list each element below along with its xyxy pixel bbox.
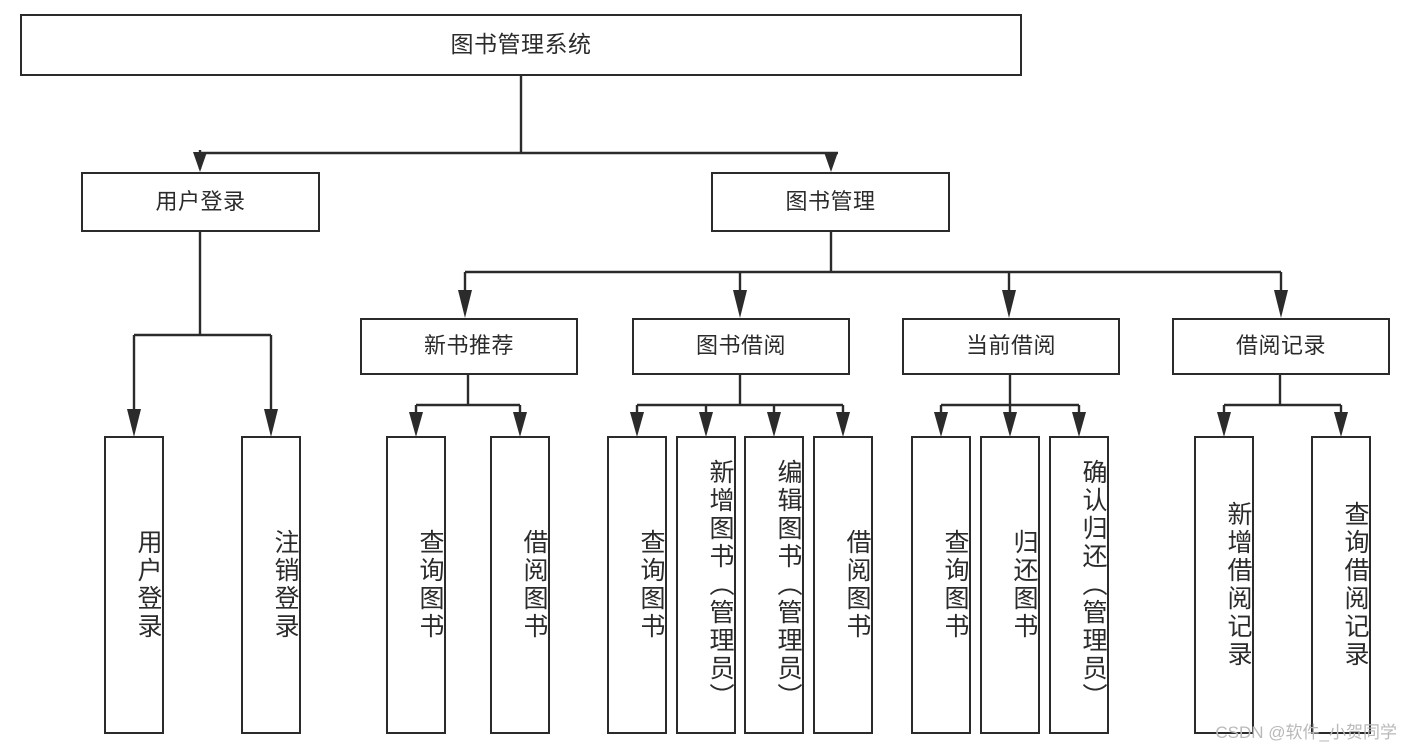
leaf-label: 借阅图书: [520, 529, 548, 641]
node-new-book-recommend-label: 新书推荐: [423, 333, 514, 359]
node-new-book-recommend[interactable]: 新书推荐: [360, 318, 578, 375]
leaf-book-borrow-add-book-admin[interactable]: 新增图书（管理员）: [676, 436, 736, 734]
leaf-current-borrow-query-book[interactable]: 查询图书: [911, 436, 971, 734]
root-node-library-management-system[interactable]: 图书管理系统: [20, 14, 1022, 76]
node-book-management[interactable]: 图书管理: [711, 172, 950, 232]
leaf-borrow-record-add-record[interactable]: 新增借阅记录: [1194, 436, 1254, 734]
leaf-label: 编辑图书（管理员）: [774, 459, 802, 711]
leaf-label: 查询图书: [416, 529, 444, 641]
leaf-book-borrow-borrow-book[interactable]: 借阅图书: [813, 436, 873, 734]
root-node-label: 图书管理系统: [450, 31, 592, 58]
leaf-label: 归还图书: [1010, 529, 1038, 641]
leaf-user-login-login[interactable]: 用户登录: [104, 436, 164, 734]
node-book-borrow[interactable]: 图书借阅: [632, 318, 850, 375]
node-book-management-label: 图书管理: [785, 188, 876, 214]
leaf-new-book-borrow-book[interactable]: 借阅图书: [490, 436, 550, 734]
leaf-book-borrow-query-book[interactable]: 查询图书: [607, 436, 667, 734]
leaf-label: 新增借阅记录: [1224, 501, 1252, 669]
leaf-label: 查询图书: [637, 529, 665, 641]
leaf-new-book-query-book[interactable]: 查询图书: [386, 436, 446, 734]
node-user-login[interactable]: 用户登录: [81, 172, 320, 232]
leaf-current-borrow-confirm-return-admin[interactable]: 确认归还（管理员）: [1049, 436, 1109, 734]
leaf-label: 新增图书（管理员）: [706, 459, 734, 711]
node-current-borrow-label: 当前借阅: [965, 333, 1056, 359]
node-current-borrow[interactable]: 当前借阅: [902, 318, 1120, 375]
leaf-label: 借阅图书: [843, 529, 871, 641]
node-borrow-record[interactable]: 借阅记录: [1172, 318, 1390, 375]
leaf-label: 查询图书: [941, 529, 969, 641]
leaf-borrow-record-query-record[interactable]: 查询借阅记录: [1311, 436, 1371, 734]
node-book-borrow-label: 图书借阅: [695, 333, 786, 359]
leaf-label: 确认归还（管理员）: [1079, 459, 1107, 711]
leaf-label: 用户登录: [134, 529, 162, 641]
leaf-current-borrow-return-book[interactable]: 归还图书: [980, 436, 1040, 734]
leaf-label: 查询借阅记录: [1341, 501, 1369, 669]
csdn-watermark: CSDN @软件_小贺同学: [1215, 723, 1397, 742]
leaf-book-borrow-edit-book-admin[interactable]: 编辑图书（管理员）: [744, 436, 804, 734]
leaf-user-login-logout[interactable]: 注销登录: [241, 436, 301, 734]
node-borrow-record-label: 借阅记录: [1235, 333, 1326, 359]
node-user-login-label: 用户登录: [155, 188, 246, 214]
leaf-label: 注销登录: [271, 529, 299, 641]
